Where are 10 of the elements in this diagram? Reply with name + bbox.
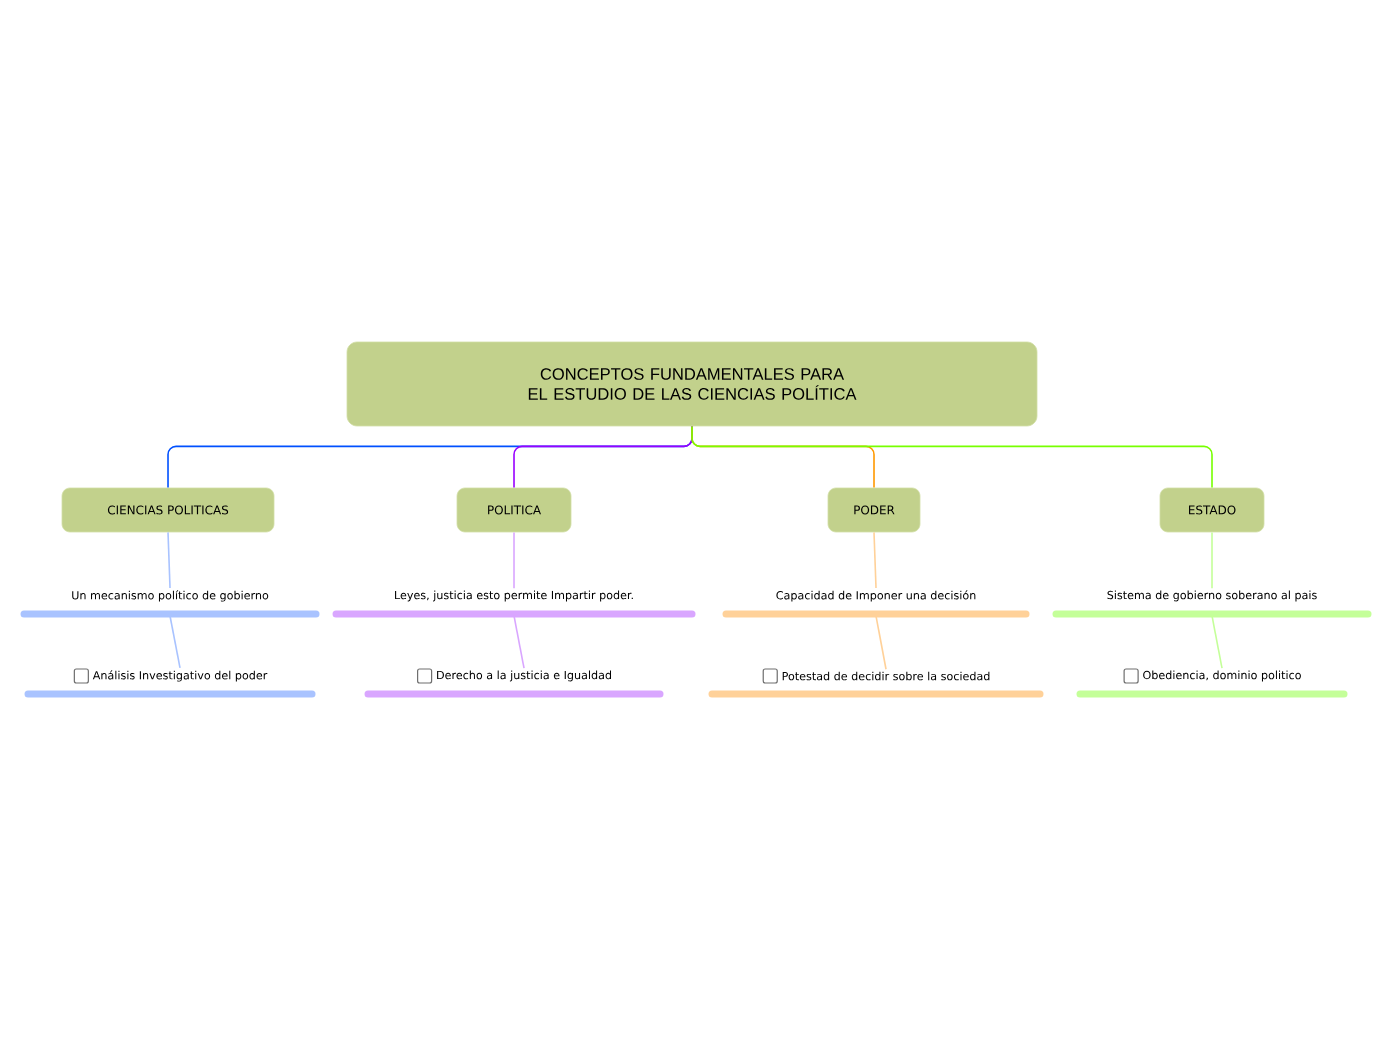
root-box: CONCEPTOS FUNDAMENTALES PARA EL ESTUDIO DE LAS CIENCIAS POLÍTICA — [346, 341, 1038, 427]
connector — [691, 425, 1213, 489]
connector — [513, 615, 525, 669]
connector — [875, 615, 887, 671]
connector — [513, 531, 515, 589]
connector — [1211, 531, 1213, 589]
connector — [167, 531, 171, 589]
connector — [169, 615, 181, 669]
connector — [1211, 615, 1223, 669]
connector — [873, 531, 877, 589]
